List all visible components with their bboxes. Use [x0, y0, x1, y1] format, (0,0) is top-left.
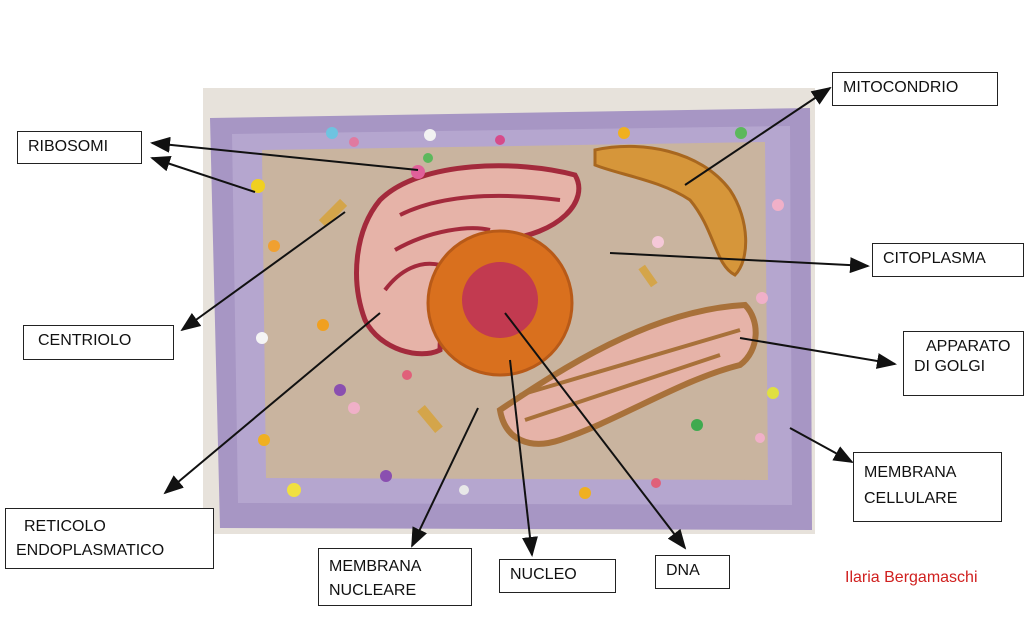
label-reticolo-line2: ENDOPLASMATICO [16, 542, 165, 559]
label-citoplasma: CITOPLASMA [872, 243, 1024, 277]
label-reticolo-endoplasmatico: RETICOLO ENDOPLASMATICO [5, 508, 214, 569]
label-apparato-line1: APPARATO [926, 338, 1011, 355]
label-membrana-nucleare: MEMBRANA NUCLEARE [318, 548, 472, 606]
label-membrana-nucleare-line1: MEMBRANA [329, 558, 422, 575]
label-nucleo: NUCLEO [499, 559, 616, 593]
label-membrana-cellulare-line1: MEMBRANA [864, 464, 957, 481]
label-dna: DNA [655, 555, 730, 589]
label-apparato-golgi: APPARATO DI GOLGI [903, 331, 1024, 396]
label-ribosomi: RIBOSOMI [17, 131, 142, 164]
label-membrana-nucleare-line2: NUCLEARE [329, 582, 417, 599]
label-apparato-line2: DI GOLGI [914, 358, 986, 375]
label-mitocondrio: MITOCONDRIO [832, 72, 998, 106]
centriole [638, 264, 658, 288]
label-reticolo-line1: RETICOLO [24, 518, 106, 535]
label-membrana-cellulare: MEMBRANA CELLULARE [853, 452, 1002, 522]
author-credit: Ilaria Bergamaschi [845, 569, 978, 586]
nucleus [462, 262, 538, 338]
label-membrana-cellulare-line2: CELLULARE [864, 490, 958, 507]
label-centriolo: CENTRIOLO [23, 325, 174, 360]
